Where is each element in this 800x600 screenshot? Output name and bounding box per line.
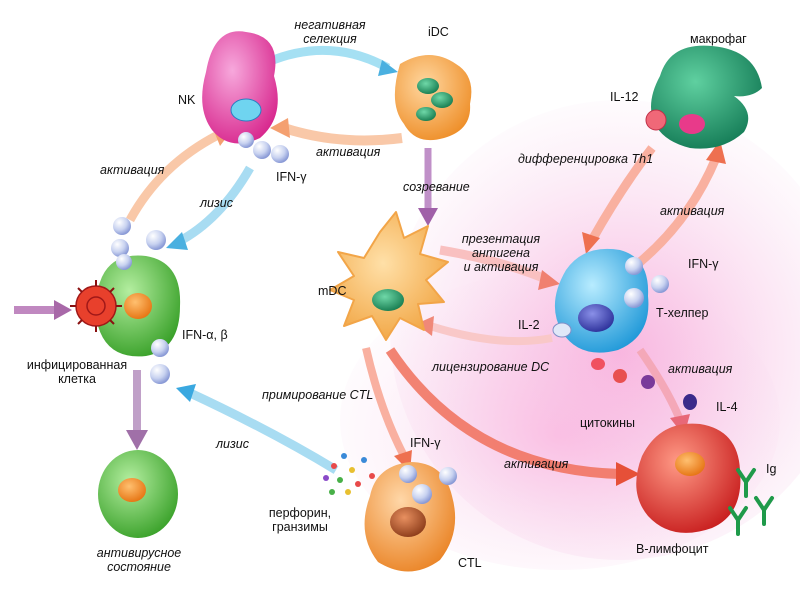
label-antiviral-state: антивирусное состояние [96,546,182,574]
il12-granule-icon [645,109,667,131]
nk-cell [202,31,278,144]
label-ifn-gamma-ctl: IFN-γ [410,436,441,450]
arrow-ctl-priming [362,347,408,458]
antibody-icon [728,468,774,536]
cytokine-granule-icons [552,322,697,410]
label-activation-left: активация [100,163,165,177]
label-activation-b: активация [668,362,733,376]
arrow-activation-idc-nk [282,123,403,146]
b-cell [636,423,741,533]
macrophage-nucleus [679,114,705,134]
label-cytokines: цитокины [580,416,636,430]
label-dc-licensing: лицензирование DC [432,360,550,374]
label-ifn-gamma-th: IFN-γ [688,257,719,271]
idc-nucleus-1 [417,78,439,94]
label-b-lymphocyte: В-лимфоцит [636,542,709,556]
label-il12: IL-12 [610,90,639,104]
granule-icons [323,453,375,495]
label-nk: NK [178,93,196,107]
infected-cell [70,255,181,357]
idc-cell [394,55,472,141]
ctl-cell [364,462,456,572]
b-cell-nucleus [675,452,705,476]
idc-nucleus-3 [416,107,436,121]
label-perforin: перфорин, гранзимы [268,506,332,534]
label-lysis-top: лизис [200,196,234,210]
label-ig: Ig [766,462,777,476]
label-antigen-presentation: презентация антигена и активация [461,232,541,274]
arrow-activation-b [636,347,684,422]
label-activation-nk-idc: активация [316,145,381,159]
arrow-activation-ctl-b [385,347,621,479]
arrow-dc-licensing [428,322,553,346]
label-t-helper: Т-хелпер [656,306,709,320]
label-idc: iDC [428,25,449,39]
label-il2: IL-2 [518,318,540,332]
arrow-lysis-bottom [186,387,339,474]
virus-icon [70,280,122,332]
ctl-nucleus [390,507,426,537]
infected-nucleus [124,293,152,319]
macrophage-cell [645,45,762,149]
label-activation-mac: активация [660,204,725,218]
receptor-bubble-icons [111,132,669,504]
label-il4: IL-4 [716,400,738,414]
mdc-cell [329,211,449,341]
label-ifn-alpha-beta: IFN-α, β [182,328,228,342]
arrow-activation-mac [637,156,721,266]
label-lysis-bottom: лизис [216,437,250,451]
antiviral-cell [98,450,178,538]
mdc-nucleus [372,289,404,311]
label-macrophage: макрофаг [690,32,747,46]
label-ctl-priming: примирование CTL [262,388,374,402]
arrow-th1-differentiation [588,145,656,243]
arrow-negative-selection [266,45,391,72]
label-differentiation-th1: дифференцировка Th1 [518,152,654,166]
arrow-antigen-presentation [439,245,550,285]
arrow-activation-left [126,131,221,223]
label-ctl: CTL [458,556,482,570]
label-mdc: mDC [318,284,347,298]
label-activation-ctl-b: активация [504,457,569,471]
t-helper-cell [554,248,649,353]
label-ifn-gamma-nk: IFN-γ [276,170,307,184]
idc-nucleus-2 [431,92,453,108]
label-infected-cell: инфицированная клетка [26,358,128,386]
t-helper-nucleus [578,304,614,332]
label-negative-selection: негативная селекция [294,18,366,46]
arrow-lysis-top [175,165,254,246]
antiviral-nucleus [118,478,146,502]
label-maturation: созревание [403,180,470,194]
nk-nucleus [230,98,262,122]
